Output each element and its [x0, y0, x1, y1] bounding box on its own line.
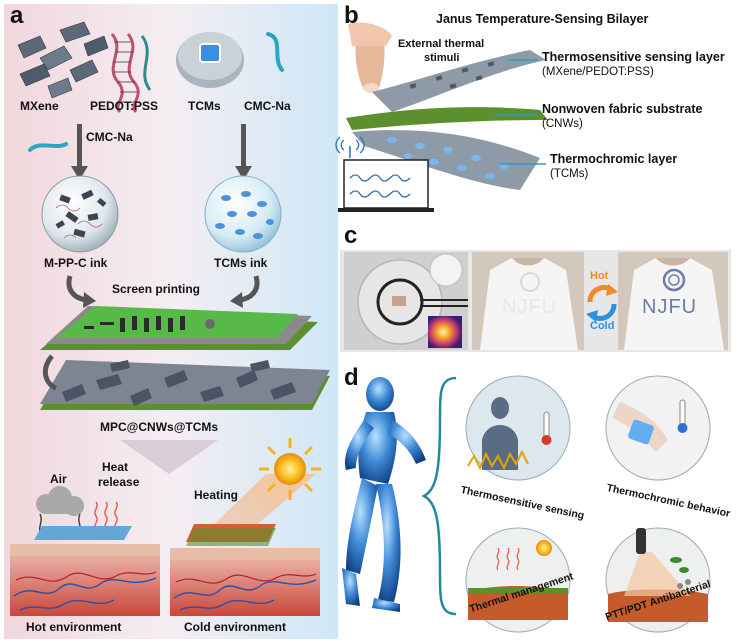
cmc-na-label-right: CMC-Na: [244, 99, 291, 113]
sensing-layer-title: Thermosensitive sensing layer: [542, 50, 725, 64]
air-cloud-icon: [36, 486, 84, 516]
tcms-label: TCMs: [188, 99, 221, 113]
cold-label: Cold: [590, 320, 615, 332]
sensing-layer-icon: [372, 50, 546, 112]
heat-waves-icon: [94, 501, 118, 531]
curved-arrow-left-icon: [66, 275, 87, 303]
mppc-ink-label: M-PP-C ink: [44, 256, 108, 270]
white-shirt-photo: [472, 252, 584, 350]
panel-a: [4, 4, 338, 639]
grouping-brace-icon: [421, 376, 457, 616]
screen-printing-frame-icon: [40, 306, 318, 350]
panel-c-letter: c: [344, 222, 358, 249]
thermosensitive-sensing-circle-icon: [465, 375, 571, 481]
panel-c: [340, 250, 731, 352]
tcms-capsule-icon: [176, 32, 244, 88]
heat-label: Heat: [102, 460, 129, 474]
fabric-layer-subtitle: (CNWs): [542, 118, 583, 130]
product-label: MPC@CNWs@TCMs: [100, 420, 219, 434]
blue-print-shirt-photo: [618, 252, 728, 350]
hot-label: Hot: [590, 270, 609, 282]
panel-d-letter: d: [344, 364, 359, 391]
panel-b-title: Janus Temperature-Sensing Bilayer: [436, 12, 649, 26]
fabric-layer-title: Nonwoven fabric substrate: [542, 102, 703, 116]
stimuli-label: stimuli: [424, 52, 460, 64]
cold-skin-block-icon: [170, 524, 320, 616]
finger-icon: [348, 22, 392, 93]
panel-a-letter: a: [10, 2, 24, 29]
thermochromic-layer-subtitle: (TCMs): [550, 168, 589, 180]
down-chevron-icon: [120, 440, 218, 474]
mppc-ink-ball-icon: [41, 175, 119, 253]
curved-arrow-right-head-icon: [230, 292, 243, 308]
mxene-flakes-icon: [17, 21, 109, 99]
cold-environment-label: Cold environment: [184, 620, 287, 634]
screen-printing-label: Screen printing: [112, 282, 201, 296]
cmc-na-strand-icon: [266, 32, 284, 72]
down-arrow-right-icon: [235, 124, 252, 180]
pedot-pss-icon: [110, 33, 152, 114]
sensing-layer-subtitle: (MXene/PEDOT:PSS): [542, 66, 654, 78]
shirt-text-faded: NJFU: [502, 296, 558, 318]
panel-b-letter: b: [344, 2, 359, 29]
sensor-photo: [344, 252, 468, 350]
thermochromic-layer-title: Thermochromic layer: [550, 152, 678, 166]
thermal-management-circle-icon: [465, 527, 571, 633]
hot-skin-block-icon: [10, 526, 160, 616]
hot-cold-switch-icon: [586, 284, 618, 322]
mxene-label: MXene: [20, 99, 59, 113]
down-arrow-left-icon: [71, 124, 88, 180]
tcms-ink-label: TCMs ink: [214, 256, 268, 270]
printed-mxene-layer-icon: [40, 354, 330, 410]
thermochromic-behavior-circle-icon: [605, 375, 711, 481]
release-label: release: [98, 475, 140, 489]
shirt-text-blue: NJFU: [642, 296, 698, 318]
cmc-na-arrow-label: CMC-Na: [86, 130, 133, 144]
laptop-icon: [335, 136, 434, 212]
runner-figure-icon: [342, 377, 426, 612]
fabric-layer-icon: [346, 107, 548, 130]
curved-arrow-left-head-icon: [83, 292, 96, 308]
panel-d: [342, 375, 711, 633]
panel-b: [335, 22, 548, 212]
cmc-na-strand-small-icon: [28, 142, 68, 152]
air-label: Air: [50, 472, 67, 486]
sun-icon: [204, 438, 321, 534]
ptt-pdt-antibacterial-circle-icon: [605, 527, 711, 633]
leader-lines: [494, 59, 546, 165]
hot-environment-label: Hot environment: [26, 620, 122, 634]
curved-arrow-right-icon: [239, 275, 260, 303]
heating-label: Heating: [194, 488, 239, 502]
pedot-pss-label: PEDOT:PSS: [90, 99, 159, 113]
external-thermal-label: External thermal: [398, 38, 485, 50]
tcms-ink-ball-icon: [204, 175, 282, 253]
